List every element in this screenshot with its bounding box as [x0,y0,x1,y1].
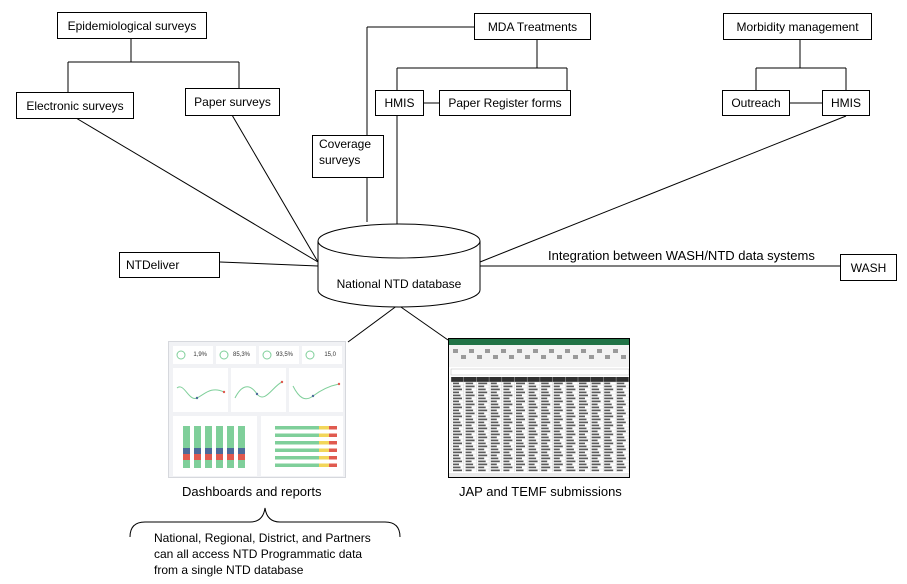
kpi-value: 85,3% [233,352,251,358]
outreach-node: Outreach [722,90,790,116]
hmis-mda-node: HMIS [375,90,424,116]
morbidity-management-node: Morbidity management [723,13,872,40]
dashboards-and-reports-label: Dashboards and reports [182,484,322,499]
jap-temf-submissions-label: JAP and TEMF submissions [459,484,622,499]
ntdeliver-node: NTDeliver [119,252,220,278]
epidemiological-surveys-node: Epidemiological surveys [57,12,207,39]
coverage-surveys-line2: surveys [319,153,361,167]
mda-treatments-node: MDA Treatments [474,13,591,40]
coverage-surveys-node: Coverage surveys [312,135,384,178]
coverage-surveys-line1: Coverage [319,137,372,151]
access-note: National, Regional, District, and Partne… [154,530,371,578]
spreadsheet-thumbnail [448,338,630,478]
electronic-surveys-node: Electronic surveys [16,92,134,119]
paper-surveys-node: Paper surveys [185,88,280,116]
kpi-value: 1,9% [193,352,207,358]
dashboard-thumbnail: 1,9% 85,3% 93,5% 15,0 [168,341,346,478]
paper-register-forms-node: Paper Register forms [439,90,571,116]
kpi-value: 15,0 [324,352,336,358]
national-ntd-database-label: National NTD database [336,277,462,291]
access-note-line2: can all access NTD Programmatic data [154,547,363,561]
kpi-value: 93,5% [276,352,294,358]
hmis-morbidity-node: HMIS [822,90,870,116]
wash-node: WASH [840,254,897,281]
access-note-line1: National, Regional, District, and Partne… [154,531,371,545]
access-note-line3: from a single NTD database [154,563,304,577]
wash-integration-label: Integration between WASH/NTD data system… [548,248,815,263]
